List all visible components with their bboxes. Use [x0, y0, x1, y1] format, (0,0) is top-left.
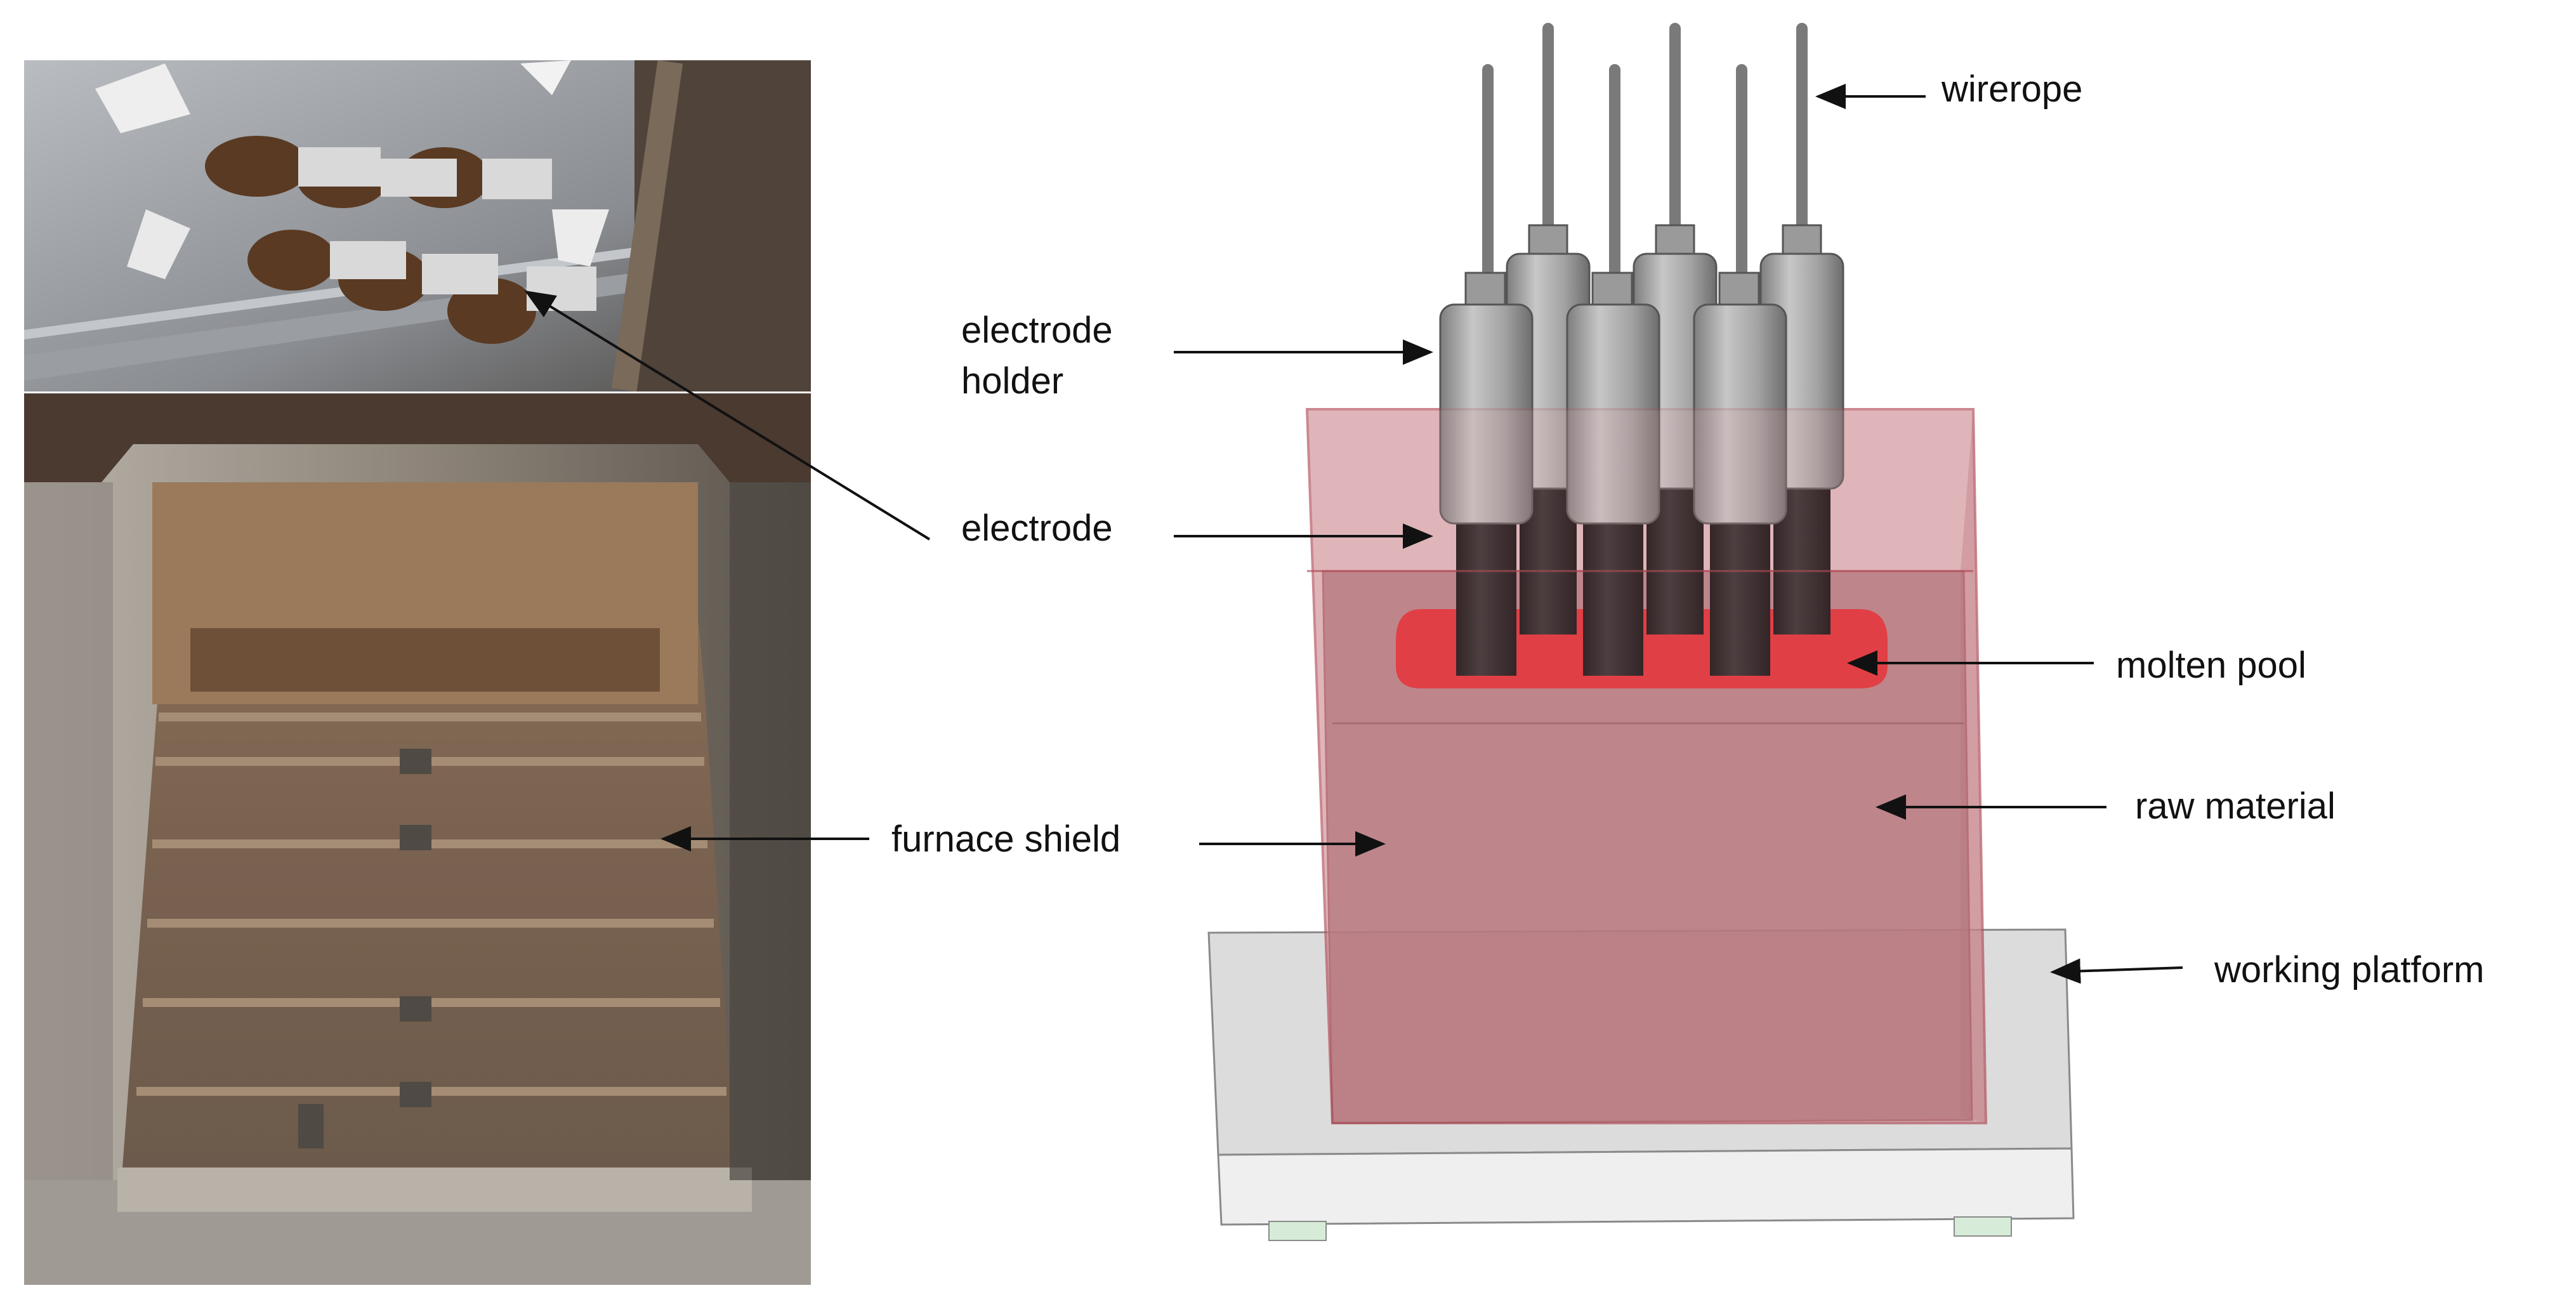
- arrow-electrode-photo: [524, 290, 931, 541]
- label-wirerope: wirerope: [1941, 69, 2082, 110]
- electrode-photo: [24, 60, 811, 392]
- label-electrode-holder-1: electrode: [961, 310, 1113, 351]
- furnace-shield-photo: [24, 393, 811, 1285]
- label-raw-material: raw material: [2135, 786, 2336, 827]
- electrodes-front-row: [1439, 272, 1787, 676]
- label-furnace-shield: furnace shield: [891, 819, 1120, 860]
- label-electrode-holder-2: holder: [961, 360, 1063, 402]
- arrow-working-platform: [2050, 958, 2183, 984]
- leader-arrows: [524, 84, 2183, 984]
- label-molten-pool: molten pool: [2116, 645, 2306, 686]
- furnace-model: [1207, 23, 2075, 1241]
- label-electrode: electrode: [961, 508, 1113, 549]
- furnace-shield-front: [1305, 408, 1988, 1124]
- label-working-platform: working platform: [2214, 949, 2484, 990]
- wireropes: [1482, 23, 1808, 285]
